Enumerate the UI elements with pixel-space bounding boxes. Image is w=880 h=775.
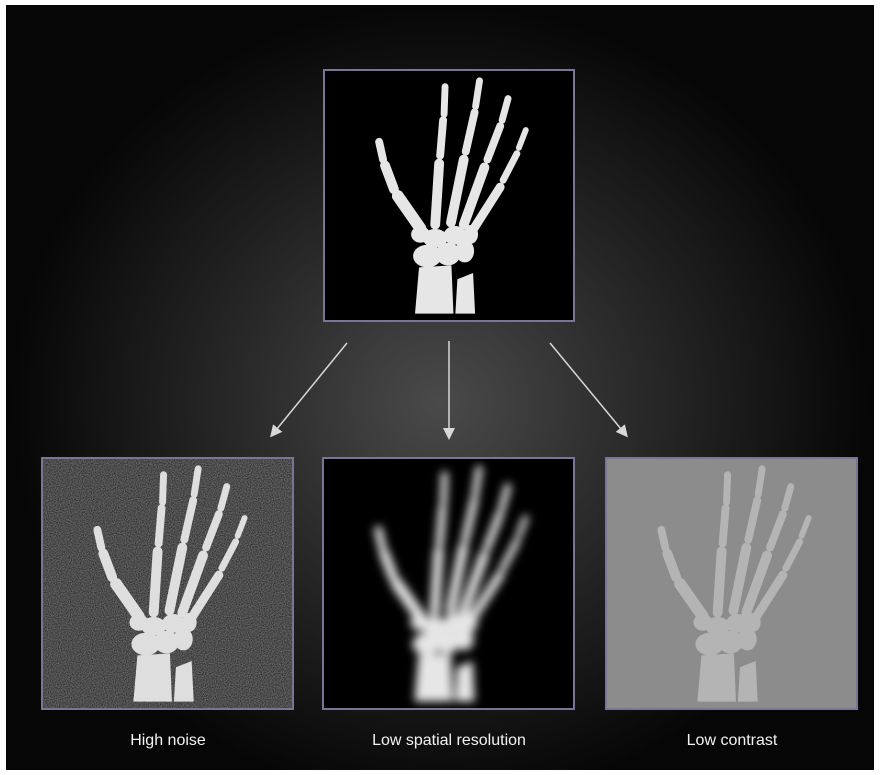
- arrow-to-contrast: [550, 343, 626, 435]
- label-low-spatial-resolution: Low spatial resolution: [319, 732, 579, 750]
- high-noise-xray: [41, 457, 294, 710]
- low-resolution-xray: [322, 457, 575, 710]
- label-high-noise: High noise: [38, 732, 298, 750]
- low-contrast-xray: [605, 457, 858, 710]
- arrow-to-noise: [272, 343, 347, 435]
- label-low-contrast: Low contrast: [602, 732, 862, 750]
- figure-canvas: High noise Low spatial resolution Low co…: [6, 5, 874, 770]
